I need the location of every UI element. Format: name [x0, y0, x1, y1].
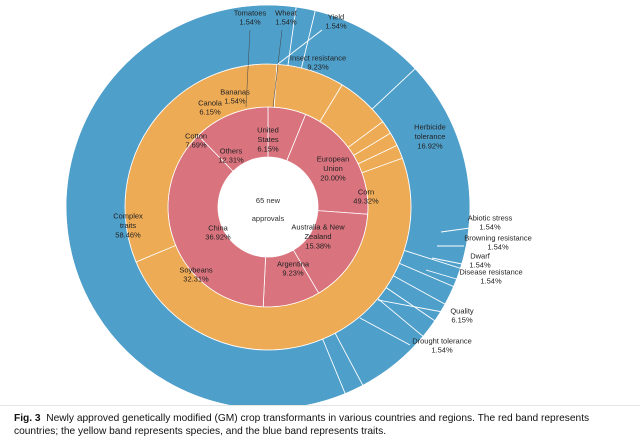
- traits-ring: [65, 4, 471, 405]
- traits-label-herbicide-line-3: 16.92%: [417, 141, 443, 150]
- species-label-cotton-line-2: 7.69%: [185, 141, 207, 150]
- traits-label-quality-line-1: Quality: [450, 306, 474, 315]
- traits-label-yield-line-2: 1.54%: [325, 22, 347, 31]
- species-label-corn-line-1: Corn: [358, 187, 374, 196]
- outer-ring-edge: [65, 4, 471, 405]
- countries-label-australia-new-line-1: Australia & New: [291, 223, 345, 232]
- species-label-wheat-line-2: 1.54%: [275, 18, 297, 27]
- traits-leader-disease-resistance: [425, 269, 461, 281]
- species-label-tomatoes-line-2: 1.54%: [239, 18, 261, 27]
- countries-label-china-line-1: China: [208, 223, 228, 232]
- traits-label-quality-line-2: 6.15%: [451, 316, 473, 325]
- countries-label-european-line-3: 20.00%: [320, 173, 346, 182]
- center-label-line-2: approvals: [252, 214, 285, 223]
- traits-label-herbicide-line-2: tolerance: [415, 132, 446, 141]
- traits-leader-drought-tolerance: [359, 317, 411, 346]
- traits-label-abiotic-stress-line-1: Abiotic stress: [468, 213, 513, 222]
- label-leader-lines: [245, 29, 471, 346]
- countries-label-china-line-2: 36.92%: [205, 233, 231, 242]
- traits-label-drought-tolerance-line-1: Drought tolerance: [412, 336, 472, 345]
- traits-leader-abiotic-stress: [440, 227, 471, 233]
- traits-label-abiotic-stress-line-2: 1.54%: [479, 223, 501, 232]
- figure-caption: Fig. 3 Newly approved genetically modifi…: [14, 412, 630, 438]
- traits-label-complex-line-3: 58.46%: [115, 230, 141, 239]
- traits-label-yield-line-1: Yield: [328, 12, 344, 21]
- traits-label-browning-resistance-line-1: Browning resistance: [464, 233, 532, 242]
- caption-line-1: Fig. 3 Newly approved genetically modifi…: [14, 412, 630, 425]
- countries-label-australia-new-line-3: 15.38%: [305, 241, 331, 250]
- countries-label-others-line-1: Others: [220, 146, 243, 155]
- species-label-wheat-line-1: Wheat: [275, 8, 298, 17]
- species-label-canola-line-2: 6.15%: [199, 108, 221, 117]
- countries-label-european-line-2: Union: [323, 164, 343, 173]
- traits-label-herbicide-line-1: Herbicide: [414, 123, 446, 132]
- species-label-corn-line-2: 49.32%: [353, 197, 379, 206]
- traits-label-drought-tolerance-line-2: 1.54%: [431, 346, 453, 355]
- sunburst-chart: 65 new approvals UnitedStates6.15%Europe…: [65, 4, 532, 405]
- traits-leader-yield: [277, 29, 323, 65]
- countries-label-argentina-line-2: 9.23%: [282, 269, 304, 278]
- traits-label-complex-line-1: Complex: [113, 212, 143, 221]
- countries-label-united-line-3: 6.15%: [257, 144, 279, 153]
- caption-text-1: Newly approved genetically modified (GM)…: [46, 413, 590, 424]
- countries-label-others-line-2: 12.31%: [218, 156, 244, 165]
- traits-label-complex-line-2: traits: [120, 221, 137, 230]
- countries-label-european-line-1: European: [317, 155, 350, 164]
- species-label-bananas-line-2: 1.54%: [224, 97, 246, 106]
- traits-label-dwarf-line-2: 1.54%: [469, 261, 491, 270]
- species-ring: [124, 63, 412, 351]
- traits-label-insect-resistance-line-2: 9.23%: [307, 63, 329, 72]
- countries-label-argentina-line-1: Argentina: [277, 259, 310, 268]
- traits-leader-quality: [377, 299, 449, 314]
- species-label-soybeans-line-1: Soybeans: [179, 265, 213, 274]
- caption-fig-label: Fig. 3: [14, 413, 41, 424]
- species-label-soybeans-line-2: 32.31%: [183, 275, 209, 284]
- traits-label-disease-resistance-line-1: Disease resistance: [459, 267, 522, 276]
- traits-label-disease-resistance-line-2: 1.54%: [480, 277, 502, 286]
- traits-label-browning-resistance-line-2: 1.54%: [487, 243, 509, 252]
- traits-leader-dwarf: [431, 257, 463, 265]
- center-hole: [218, 157, 318, 257]
- species-label-tomatoes-line-1: Tomatoes: [234, 8, 267, 17]
- species-leader-wheat: [272, 29, 283, 108]
- traits-label-dwarf-line-1: Dwarf: [470, 251, 491, 260]
- figure-divider: [0, 405, 640, 406]
- species-label-bananas-line-1: Bananas: [220, 87, 250, 96]
- segment-labels: UnitedStates6.15%EuropeanUnion20.00%Aust…: [113, 8, 532, 354]
- caption-line-2: countries; the yellow band represents sp…: [14, 426, 387, 437]
- center-label-line-1: 65 new: [256, 196, 281, 205]
- traits-label-insect-resistance-line-1: Insect resistance: [290, 53, 346, 62]
- species-leader-tomatoes: [245, 29, 251, 108]
- countries-label-united-line-1: United: [257, 126, 279, 135]
- countries-label-united-line-2: States: [257, 135, 279, 144]
- species-label-cotton-line-1: Cotton: [185, 131, 207, 140]
- countries-label-australia-new-line-2: Zealand: [304, 232, 331, 241]
- species-label-canola-line-1: Canola: [198, 98, 223, 107]
